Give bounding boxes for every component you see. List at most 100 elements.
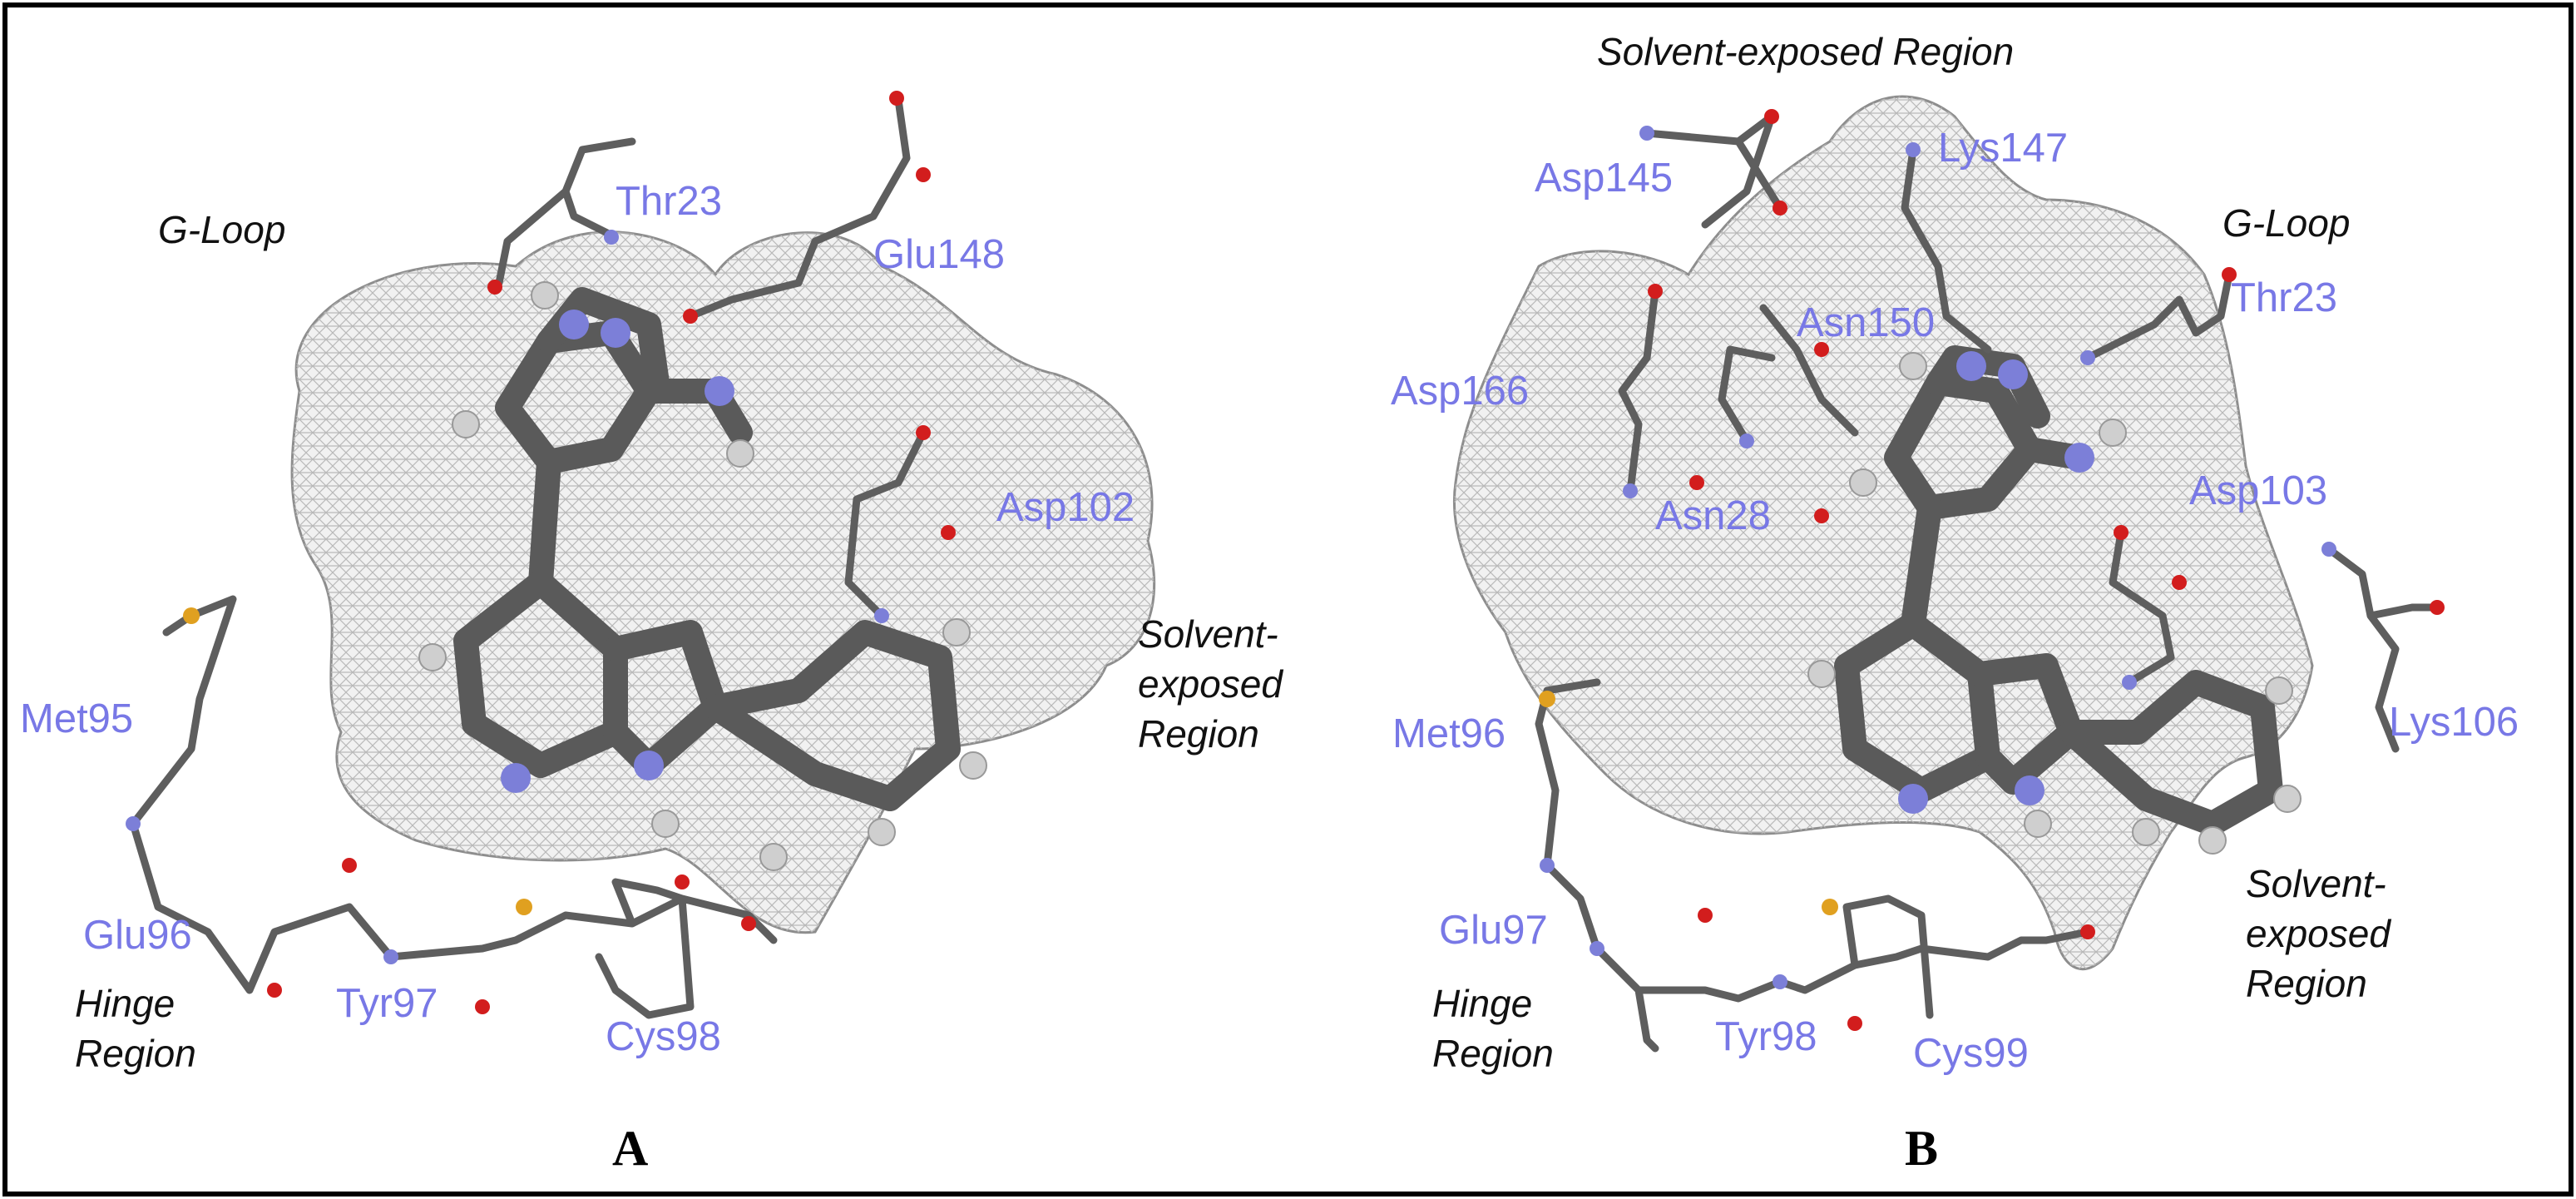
panel-a-oxygen — [487, 280, 502, 295]
residue-label-lys147-b: Lys147 — [1938, 126, 2068, 171]
panel-b-oxygen — [1773, 201, 1787, 216]
panel-a-oxygen — [267, 983, 282, 998]
panel-a-oxygen — [889, 91, 904, 106]
panel-a-ligand-nitrogen — [501, 763, 531, 793]
region-label-solvent-a-2: exposed — [1138, 662, 1283, 706]
panel-b-nitrogen — [2321, 542, 2336, 557]
region-label-hinge-b-2: Region — [1432, 1032, 1554, 1075]
panel-b-ligand-hydrogen — [1807, 660, 1836, 688]
panel-b-ligand-hydrogen — [2265, 676, 2293, 705]
panel-b-oxygen — [1698, 908, 1713, 923]
residue-label-lys106-b: Lys106 — [2389, 700, 2519, 745]
panel-a-residue-sticks — [126, 91, 956, 1019]
residue-label-thr23-a: Thr23 — [616, 179, 722, 224]
residue-label-asn28-b: Asn28 — [1655, 493, 1771, 538]
panel-b-ligand-hydrogen — [2198, 826, 2227, 855]
residue-label-asp102-a: Asp102 — [996, 485, 1135, 530]
panel-b-oxygen — [2114, 525, 2129, 540]
panel-b-ligand-nitrogen — [1898, 784, 1928, 814]
region-label-g-loop-b: G-Loop — [2222, 201, 2350, 245]
panel-b-ligand-nitrogen — [2064, 443, 2094, 473]
panel-b-nitrogen — [1906, 142, 1921, 157]
residue-label-cys98-a: Cys98 — [606, 1014, 721, 1059]
panel-b-ligand-nitrogen — [2015, 775, 2044, 805]
residue-label-asp166-b: Asp166 — [1391, 369, 1529, 414]
panel-b-ligand-hydrogen — [2132, 818, 2160, 846]
panel-b-nitrogen — [1739, 434, 1754, 448]
panel-b-ligand-nitrogen — [1998, 359, 2028, 389]
panel-b-nitrogen — [2122, 675, 2137, 690]
panel-b-nitrogen — [1540, 858, 1555, 873]
panel-a-oxygen — [741, 916, 756, 931]
panel-b-ligand-hydrogen — [2024, 810, 2052, 838]
panel-b-residue-sticks — [1535, 109, 2445, 1053]
panel-b-ligand-nitrogen — [1956, 351, 1986, 381]
panel-a-ligand-hydrogen — [651, 810, 680, 838]
panel-b-nitrogen — [1639, 126, 1654, 141]
panel-b-oxygen — [2172, 575, 2187, 590]
panel-a-ligand-hydrogen — [726, 439, 754, 468]
panel-a-sulfur — [516, 899, 532, 915]
panel-a-ligand-nitrogen — [559, 310, 589, 339]
panel-b-oxygen — [1847, 1016, 1862, 1031]
panel-b-ligand — [1807, 345, 2302, 855]
residue-label-glu96-a: Glu96 — [83, 913, 192, 958]
panel-a: Thr23 Glu148 Asp102 Met95 Glu96 Tyr97 Cy… — [20, 91, 1283, 1176]
panel-a-ligand-nitrogen — [601, 318, 630, 348]
panel-a-ligand-nitrogen — [705, 376, 734, 406]
residue-label-thr23-b: Thr23 — [2231, 275, 2337, 320]
residue-label-asp103-b: Asp103 — [2189, 468, 2327, 513]
panel-b-sulfur — [1822, 899, 1838, 915]
panel-b-oxygen — [1689, 475, 1704, 490]
panel-b-oxygen — [1814, 508, 1829, 523]
panel-a-ligand-hydrogen — [759, 843, 788, 871]
residue-label-tyr98-b: Tyr98 — [1715, 1014, 1817, 1059]
region-label-solvent-a-1: Solvent- — [1138, 612, 1278, 656]
panel-a-nitrogen — [874, 608, 889, 623]
panel-a-surface-mesh-pattern — [292, 231, 1155, 933]
panel-b-nitrogen — [1590, 941, 1604, 956]
region-label-solvent-b-2: exposed — [2246, 912, 2391, 955]
panel-b-oxygen — [2222, 267, 2237, 282]
residue-label-glu97-b: Glu97 — [1439, 908, 1548, 953]
region-label-g-loop-a: G-Loop — [158, 208, 285, 251]
panel-a-oxygen — [916, 167, 931, 182]
region-label-hinge-a-2: Region — [75, 1032, 196, 1075]
residue-label-glu148-a: Glu148 — [873, 232, 1005, 277]
panel-b-nitrogen — [1623, 483, 1638, 498]
panel-a-oxygen — [675, 874, 690, 889]
panel-a-nitrogen — [383, 949, 398, 964]
panel-b-ligand-hydrogen — [2273, 785, 2302, 813]
residue-label-met95-a: Met95 — [20, 696, 133, 741]
panel-a-ligand-hydrogen — [868, 818, 896, 846]
panel-a-oxygen — [916, 425, 931, 440]
panel-b-oxygen — [1648, 284, 1663, 299]
panel-a-sulfur — [183, 607, 200, 624]
panel-b-surface-mesh-pattern — [1454, 97, 2312, 969]
panel-a-ligand-hydrogen — [531, 281, 559, 310]
panel-a-oxygen — [475, 999, 490, 1014]
panel-a-ligand-hydrogen — [959, 751, 987, 780]
region-label-solvent-a-3: Region — [1138, 712, 1259, 756]
residue-label-met96-b: Met96 — [1392, 711, 1506, 756]
panel-label-a: A — [612, 1121, 648, 1176]
region-label-hinge-b-1: Hinge — [1432, 982, 1532, 1025]
panel-a-nitrogen — [126, 816, 141, 831]
panel-b: Asp145 Lys147 Thr23 Asn150 Asp166 Asn28 … — [1391, 30, 2519, 1176]
panel-b-oxygen — [2430, 600, 2445, 615]
panel-b-oxygen — [1764, 109, 1779, 124]
panel-b-oxygen — [2080, 924, 2095, 939]
panel-b-ligand-hydrogen — [2099, 419, 2127, 447]
panel-a-oxygen — [941, 525, 956, 540]
panel-b-sulfur — [1539, 691, 1555, 707]
panel-a-oxygen — [683, 309, 698, 324]
panel-a-ligand — [418, 281, 987, 871]
panel-a-ligand-hydrogen — [418, 643, 447, 671]
panel-a-nitrogen — [604, 230, 619, 245]
region-label-solvent-top-b: Solvent-exposed Region — [1597, 30, 2014, 73]
panel-a-ligand-nitrogen — [634, 751, 664, 780]
panel-b-ligand-hydrogen — [1899, 352, 1927, 380]
panel-a-ligand-hydrogen — [452, 410, 480, 438]
